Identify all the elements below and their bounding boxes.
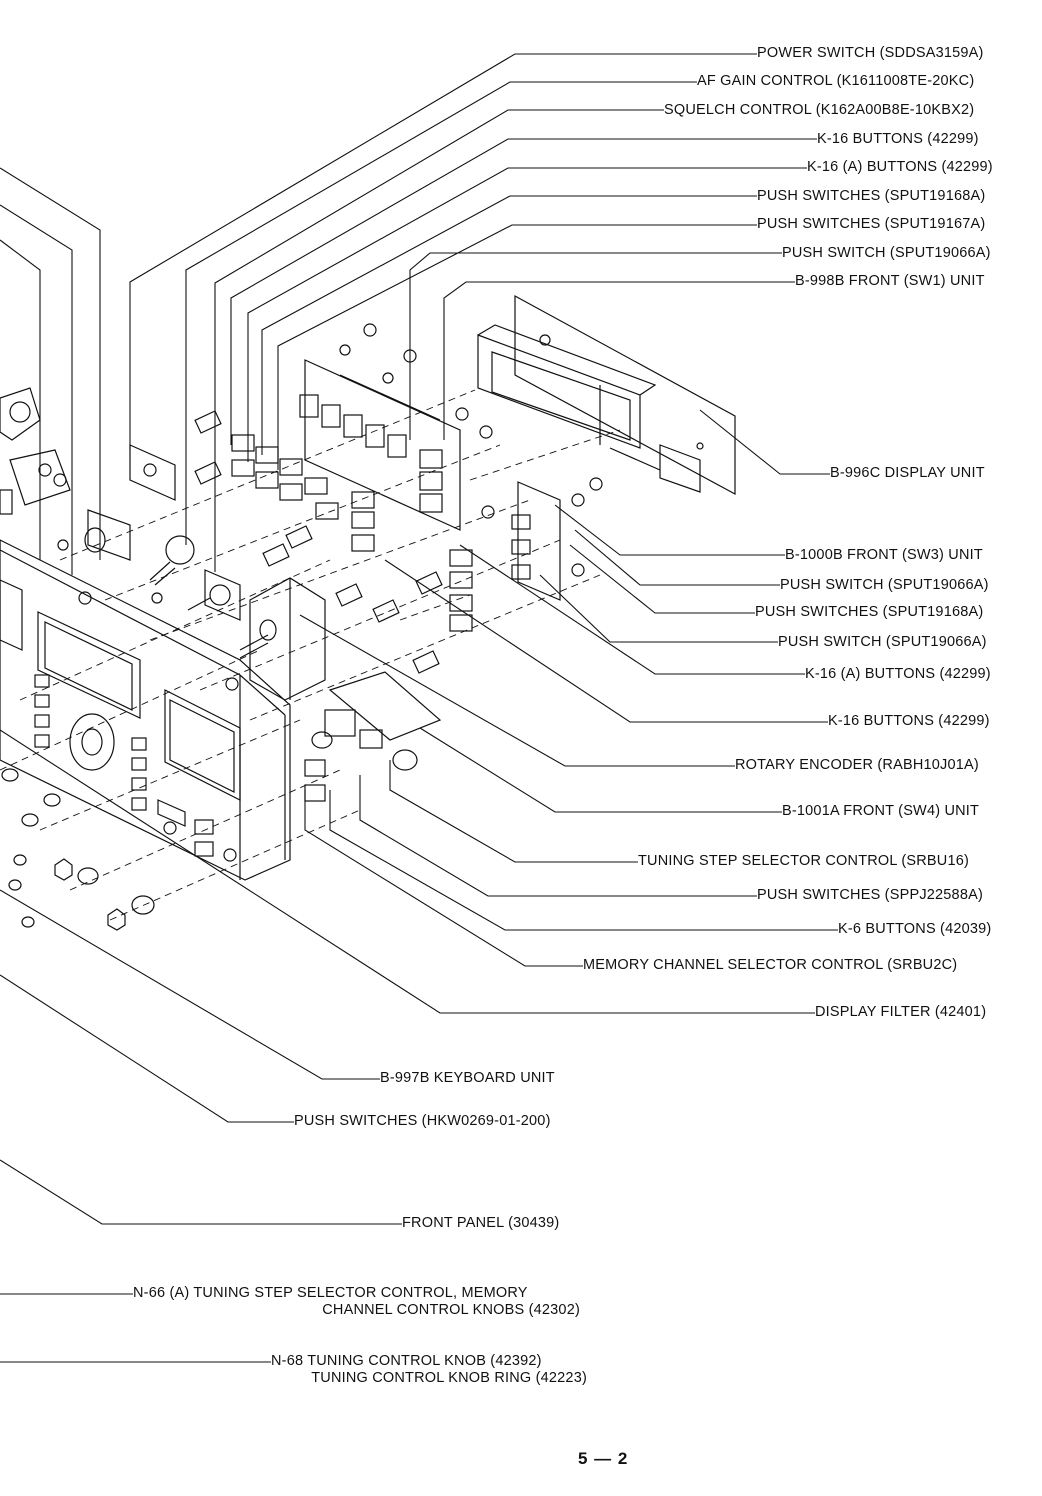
leader-b1000b [554,504,785,556]
power-switch-part [84,444,176,561]
label-k16a-buttons-mid: K-16 (A) BUTTONS (42299) [805,666,991,682]
leader-push19167a [277,224,757,470]
label-n68-line1: N-68 TUNING CONTROL KNOB (42392) [271,1353,542,1369]
label-n66-line1: N-66 (A) TUNING STEP SELECTOR CONTROL, M… [133,1285,528,1301]
label-push-switches-hkw: PUSH SWITCHES (HKW0269-01-200) [294,1113,551,1129]
leader-push19066a-mid [574,529,780,586]
label-push-switch-19066a-low: PUSH SWITCH (SPUT19066A) [778,634,987,650]
leader-k6 [329,790,838,931]
label-n66-line2: CHANNEL CONTROL KNOBS (42302) [322,1302,580,1318]
key-caps-part [231,434,473,632]
page-number: 5 — 2 [578,1449,629,1468]
display-unit-part [477,294,736,496]
switch-board-b1000b-part [511,481,585,601]
left-mechanism-part [0,387,71,515]
leader-b997b [0,889,380,1080]
label-push-switches-19167a: PUSH SWITCHES (SPUT19167A) [757,216,986,232]
assembly-axes [0,389,621,921]
label-b998b-unit: B-998B FRONT (SW1) UNIT [795,273,985,289]
label-af-gain-control: AF GAIN CONTROL (K1611008TE-20KC) [697,73,975,89]
label-push-switch-19066a-top: PUSH SWITCH (SPUT19066A) [782,245,991,261]
spacers-part [194,410,443,674]
label-k16a-buttons-top: K-16 (A) BUTTONS (42299) [807,159,993,175]
label-k6-buttons: K-6 BUTTONS (42039) [838,921,992,937]
label-power-switch: POWER SWITCH (SDDSA3159A) [757,45,984,61]
leader-display-filter [0,729,815,1014]
switch-board-b998b-part [299,359,461,531]
rotary-encoder-part [239,577,326,701]
label-n68-knob: N-68 TUNING CONTROL KNOB (42392) TUNING … [271,1353,587,1387]
leader-push19168a-top [261,195,757,455]
label-front-panel: FRONT PANEL (30439) [402,1215,560,1231]
leader-k16a-top [247,167,807,462]
leader-left-2 [0,204,73,575]
leader-power-switch [129,53,757,450]
leader-push19066a-top [409,252,782,440]
leader-b996c [699,409,830,475]
leader-left-3 [0,239,41,560]
label-n68-line2: TUNING CONTROL KNOB RING (42223) [311,1370,587,1386]
switch-board-b1001a-part [304,671,442,802]
label-push-switches-19168a-mid: PUSH SWITCHES (SPUT19168A) [755,604,984,620]
hardware-part [1,323,603,931]
volume-controls-part [149,535,241,621]
leader-front-panel [0,1159,402,1225]
label-push-switches-ppj: PUSH SWITCHES (SPPJ22588A) [757,887,983,903]
label-b1001a-unit: B-1001A FRONT (SW4) UNIT [782,803,980,819]
leader-rotary-encoder [299,614,735,767]
leader-push-ppj [359,775,757,897]
leader-lines [0,53,838,1363]
label-push-switches-19168a-top: PUSH SWITCHES (SPUT19168A) [757,188,986,204]
label-tuning-step-selector: TUNING STEP SELECTOR CONTROL (SRBU16) [638,853,970,869]
leader-k16-top [230,138,817,445]
label-k16-buttons-mid: K-16 BUTTONS (42299) [828,713,990,729]
label-k16-buttons-top: K-16 BUTTONS (42299) [817,131,979,147]
leader-left-1 [0,167,101,560]
label-display-filter: DISPLAY FILTER (42401) [815,1004,987,1020]
label-n66-knobs: N-66 (A) TUNING STEP SELECTOR CONTROL, M… [133,1285,580,1319]
leader-k16a-mid [459,544,805,675]
label-b996c-display-unit: B-996C DISPLAY UNIT [830,465,985,481]
label-b1000b-unit: B-1000B FRONT (SW3) UNIT [785,547,983,563]
leader-memory-channel [304,790,583,967]
leader-b998b [443,281,795,440]
leader-squelch [214,109,664,572]
leader-k16-mid [384,559,828,723]
leader-push19168a-mid [569,544,755,614]
label-b997b-keyboard-unit: B-997B KEYBOARD UNIT [380,1070,555,1086]
label-rotary-encoder: ROTARY ENCODER (RABH10J01A) [735,757,979,773]
leader-push-hkw [0,974,294,1123]
leader-push19066a-low [539,574,778,643]
label-memory-channel-selector: MEMORY CHANNEL SELECTOR CONTROL (SRBU2C) [583,957,958,973]
label-squelch-control: SQUELCH CONTROL (K162A00B8E-10KBX2) [664,102,975,118]
label-push-switch-19066a-mid: PUSH SWITCH (SPUT19066A) [780,577,989,593]
leader-b1001a [419,727,782,813]
front-panel-part [0,539,291,881]
leader-tuning-step [389,760,638,863]
leader-af-gain [185,81,697,545]
